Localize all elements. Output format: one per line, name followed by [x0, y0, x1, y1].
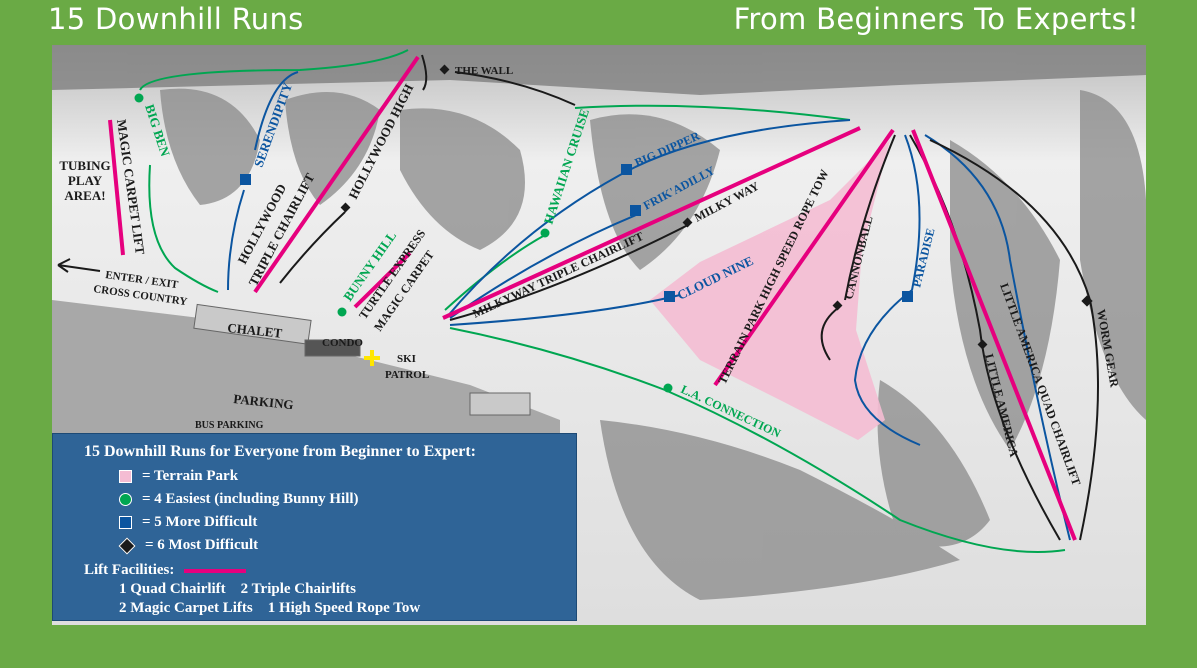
lift-line-icon — [184, 568, 247, 573]
trail-hawaiian-cruise — [444, 234, 546, 311]
lift-title: Lift Facilities: — [84, 562, 175, 578]
label-tubing: AREA! — [64, 188, 105, 203]
terrain-park-area — [650, 140, 890, 440]
legend-item-easiest: = 4 Easiest (including Bunny Hill) — [119, 491, 359, 508]
trail-serendipity — [227, 189, 245, 291]
lift-turtle-express — [353, 251, 412, 309]
garage-building — [469, 392, 531, 416]
more-difficult-icon — [664, 291, 675, 302]
easiest-icon — [540, 228, 550, 238]
trail-hollywood-high-upper — [421, 54, 428, 91]
trail-little-america-2 — [924, 134, 1071, 541]
label-chalet: CHALET — [227, 320, 283, 341]
lift-list: 2 Magic Carpet Lifts 1 High Speed Rope T… — [119, 600, 421, 616]
label-bus-parking: BUS PARKING — [195, 420, 264, 431]
trail-hollywood-high — [279, 211, 346, 284]
green-circle-icon — [119, 493, 132, 506]
legend-item-most-difficult: = 6 Most Difficult — [118, 537, 259, 554]
trail-map-svg: BIG BEN MAGIC CARPET LIFT TUBING PLAY AR… — [52, 45, 1146, 625]
more-difficult-icon — [630, 205, 641, 216]
lift-magic-carpet — [108, 119, 125, 256]
more-difficult-icon — [621, 164, 632, 175]
chalet-building — [193, 303, 312, 345]
most-difficult-icon — [340, 202, 351, 213]
pink-square-icon — [119, 470, 132, 483]
more-difficult-icon — [240, 174, 251, 185]
label-parking: PARKING — [233, 391, 295, 412]
lift-list: 1 Quad Chairlift 2 Triple Chairlifts — [119, 581, 356, 597]
condo-building — [304, 339, 361, 357]
legend-title: 15 Downhill Runs for Everyone from Begin… — [84, 443, 476, 460]
header-tagline: From Beginners To Experts! — [733, 2, 1139, 36]
label-the-wall: THE WALL — [455, 65, 513, 77]
more-difficult-icon — [902, 291, 913, 302]
legend-item-more-difficult: = 5 More Difficult — [119, 514, 257, 531]
most-difficult-icon — [977, 339, 988, 350]
easiest-icon — [337, 307, 347, 317]
lift-hollywood-triple — [253, 55, 420, 294]
trail-cannonball-upper — [844, 134, 896, 301]
trail-la-connection — [449, 327, 1066, 553]
legend-label: = Terrain Park — [142, 468, 239, 484]
legend-lift-facilities: Lift Facilities: — [84, 562, 247, 579]
legend: 15 Downhill Runs for Everyone from Begin… — [52, 433, 577, 621]
trail-cannonball — [820, 307, 839, 361]
legend-label: = 4 Easiest (including Bunny Hill) — [142, 491, 359, 507]
trail-hawaiian-cruise-top — [574, 104, 851, 121]
trail-big-ben-lower — [148, 164, 219, 293]
forest-areas — [52, 45, 1146, 600]
ski-patrol-cross-icon — [364, 350, 380, 366]
label-tubing: PLAY — [68, 173, 103, 188]
lifts — [108, 55, 1077, 541]
label-tubing: TUBING — [59, 158, 110, 173]
most-difficult-icon — [682, 217, 693, 228]
buildings — [193, 303, 531, 416]
trail-big-ben — [139, 49, 409, 91]
easiest-icon — [663, 383, 673, 393]
label-condo: CONDO — [322, 337, 363, 349]
legend-item-terrain-park: = Terrain Park — [119, 468, 238, 485]
trail-paradise — [853, 134, 921, 446]
trail-cloud-nine — [449, 294, 681, 326]
lift-rope-tow — [713, 128, 895, 387]
header-title: 15 Downhill Runs — [48, 2, 304, 36]
legend-label: = 5 More Difficult — [142, 514, 258, 530]
label-ski-patrol: PATROL — [385, 369, 429, 381]
blue-square-icon — [119, 516, 132, 529]
lift-little-america-quad — [911, 129, 1077, 541]
most-difficult-icon — [1081, 295, 1093, 307]
trail-map: BIG BEN MAGIC CARPET LIFT TUBING PLAY AR… — [52, 45, 1146, 625]
lift-milkyway-triple — [442, 126, 861, 320]
trail-the-wall — [454, 71, 576, 106]
legend-label: = 6 Most Difficult — [145, 537, 259, 553]
trail-milky-way — [449, 224, 689, 321]
trail-serendipity-upper — [254, 71, 299, 151]
most-difficult-icon — [832, 300, 843, 311]
easiest-icon — [134, 93, 144, 103]
arrow-left-icon — [57, 258, 101, 273]
parking-lots — [52, 300, 560, 440]
trail-big-dipper — [445, 119, 851, 319]
label-ski-patrol: SKI — [397, 353, 416, 365]
black-diamond-icon — [118, 537, 136, 554]
